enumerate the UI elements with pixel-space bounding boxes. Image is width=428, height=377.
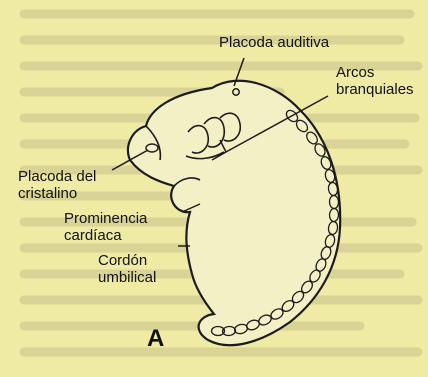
label-prominencia-cardiaca: Prominencia cardíaca bbox=[64, 210, 147, 244]
panel-letter: A bbox=[147, 325, 164, 353]
label-placoda-auditiva: Placoda auditiva bbox=[219, 34, 329, 51]
label-placoda-cristalino: Placoda del cristalino bbox=[18, 168, 96, 202]
label-arcos-branquiales: Arcos branquiales bbox=[336, 64, 414, 98]
label-cordon-umbilical: Cordón umbilical bbox=[98, 252, 156, 286]
embryo-body bbox=[128, 81, 340, 345]
